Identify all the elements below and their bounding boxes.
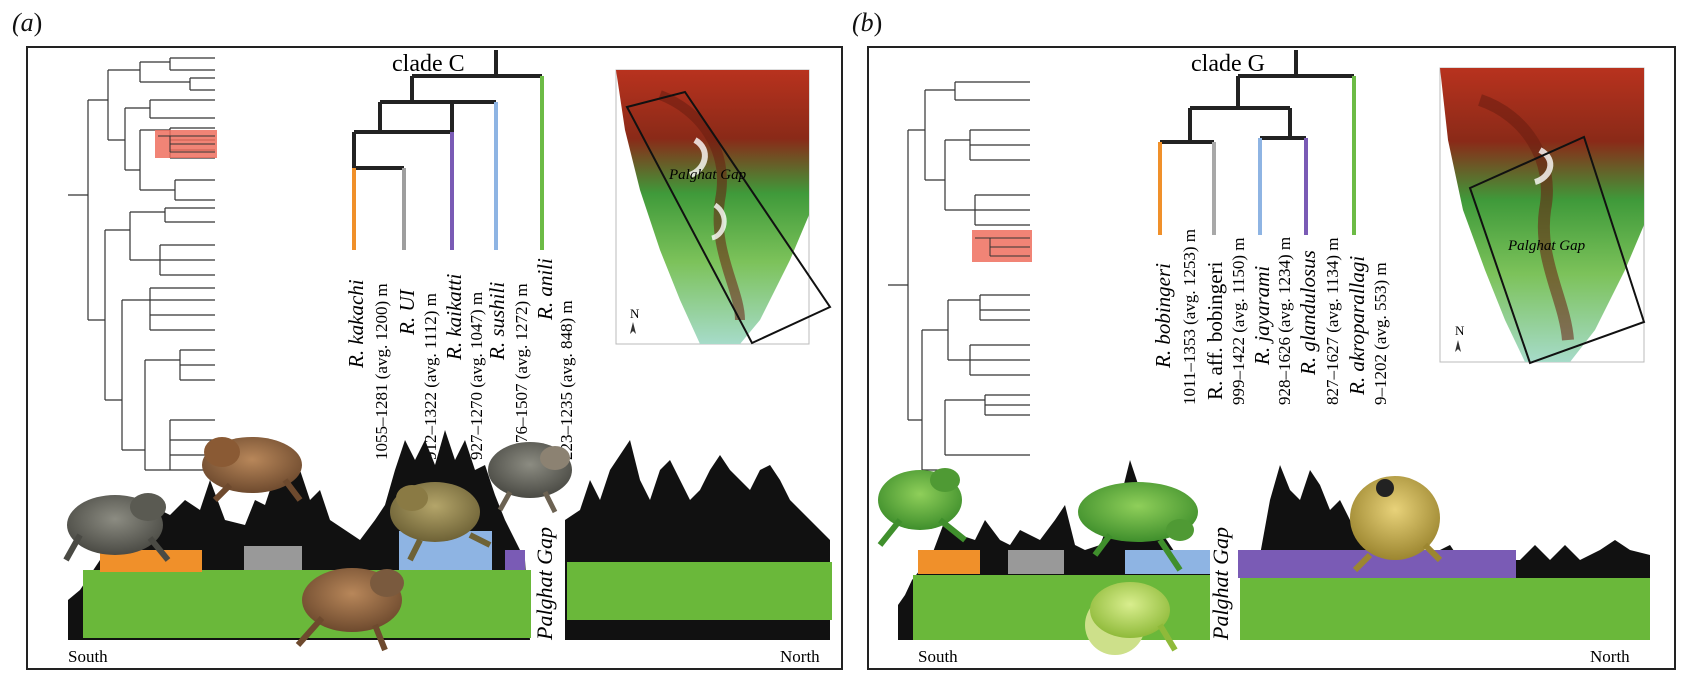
clade-label-b: clade G [1191,51,1265,77]
map-label-a: Palghat Gap [668,167,747,183]
clade-label-a: clade C [392,51,465,77]
species-name-jayarami: R. jayarami [1250,266,1274,366]
panel-a-frame [26,46,843,670]
frog-photo-glandulosus [1350,476,1443,573]
axis-south-b: South [918,647,958,666]
axis-north-b: North [1590,647,1630,666]
elevation-kaikatti: 927–1270 (avg. 1047) m [467,292,486,460]
elevation-kakachi: 1055–1281 (avg. 1200) m [372,283,391,460]
species-name-kaikatti: R. kaikatti [442,274,466,361]
highlight-clade-b [972,230,1032,262]
frog-photo-kakachi [63,493,171,562]
species-name-akroparallagi: R. akroparallagi [1345,256,1369,396]
elevation-bobingeri: 1011–1353 (avg. 1253) m [1180,229,1199,405]
elevation-profile-a: Palghat Gap South North [68,430,832,666]
frog-photo-anili [488,442,572,514]
range-band-kaikatti [505,550,525,570]
north-arrow-icon-a [630,322,636,334]
species-name-sushili: R. sushili [485,282,509,361]
range-band-akroparallagi-north [1240,578,1650,640]
frog-photo-bobingeri [877,468,967,547]
species-name-kakachi: R. kakachi [344,279,368,369]
clade-c-dendrogram [352,50,542,170]
range-band-aff-bobingeri [1008,550,1064,574]
elevation-anili: 223–1235 (avg. 848) m [557,300,576,460]
inset-map-a: Palghat Gap N [615,69,832,345]
phylogeny-tree-a [68,57,215,471]
species-name-glandulosus: R. glandulosus [1296,250,1320,376]
inset-map-b: Palghat Gap N [1439,67,1646,365]
elevation-akroparallagi: 9–1202 (avg. 553) m [1371,262,1390,405]
elevation-ui: 912–1322 (avg. 1112) m [421,293,440,460]
elevation-profile-b: Palghat Gap South North [898,460,1650,666]
north-arrow-label-a: N [630,306,640,321]
panel-b: clade G R. bobingeri 1011–1353 (avg. 125… [867,46,1676,670]
north-arrow-icon-b [1455,340,1461,352]
gap-label-b: Palghat Gap [1208,527,1233,641]
palghat-gap-b [1212,500,1238,640]
palghat-gap-a [531,480,565,640]
panel-label-b: (b) [852,8,883,37]
range-band-anili-north [567,562,832,620]
axis-south-a: South [68,647,108,666]
species-name-ui: R. UI [395,289,419,336]
frog-photo-jayarami [1078,482,1198,572]
species-name-bobingeri: R. bobingeri [1151,263,1175,369]
species-name-aff-bobingeri: R. aff. bobingeri [1203,261,1227,400]
elevation-sushili: 1076–1507 (avg. 1272) m [512,283,531,460]
panel-a: clade C R. kakachi 1055–1281 (avg. 1200)… [26,46,843,670]
frog-photo-ui [202,437,303,503]
panel-b-frame [867,46,1676,670]
elevation-glandulosus: 827–1627 (avg. 1134) m [1323,238,1342,405]
gap-label-a: Palghat Gap [532,527,557,641]
elevation-aff-bobingeri: 999–1422 (avg. 1150) m [1229,238,1248,405]
north-arrow-label-b: N [1455,323,1465,338]
clade-g-dendrogram [1160,50,1354,144]
elevation-jayarami: 928–1626 (avg. 1234) m [1275,237,1294,405]
panel-label-a: (a) [12,8,43,37]
range-band-kakachi [100,550,202,572]
map-label-b: Palghat Gap [1507,238,1586,254]
frog-photo-sushili [390,482,492,562]
species-name-anili: R. anili [533,258,557,321]
phylogeny-tree-b [888,81,1030,471]
map-focus-rectangle-a [625,90,832,345]
axis-north-a: North [780,647,820,666]
frog-photo-kaikatti [295,568,404,652]
range-band-ui [244,546,302,570]
map-focus-rectangle-b [1468,135,1646,365]
range-band-bobingeri [918,550,980,574]
frog-photo-aff-bobingeri [1085,582,1178,655]
